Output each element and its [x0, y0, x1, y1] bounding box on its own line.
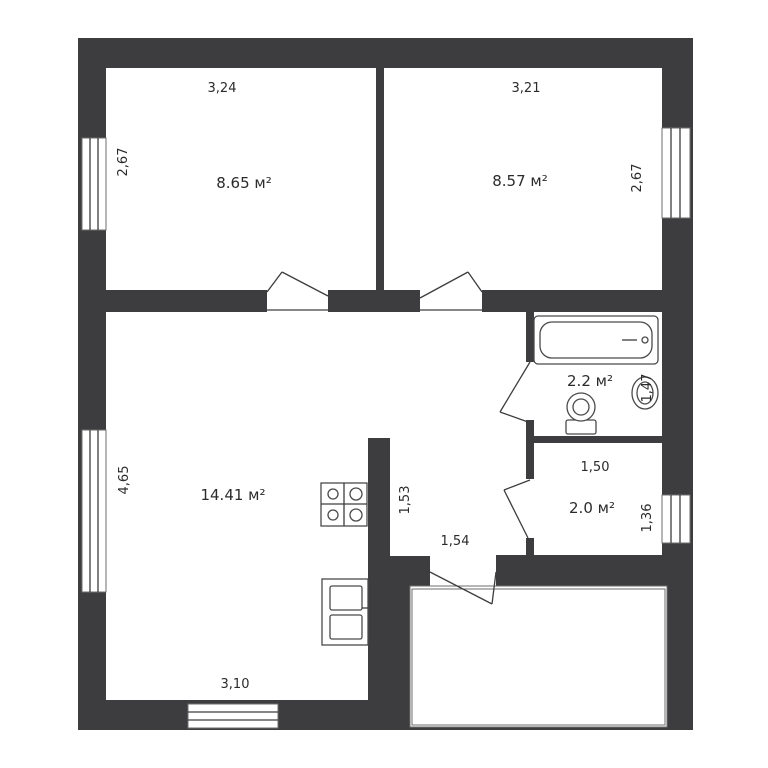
area-bathroom: 2.2 м² [567, 372, 613, 390]
wall-bathroom-left-lower [526, 420, 534, 438]
height-living-kitchen: 4,65 [117, 466, 132, 495]
wall-corridor-bottom-right [496, 555, 693, 587]
wall-between-bedrooms [376, 66, 384, 292]
height-small-room: 1,36 [640, 504, 655, 533]
wall-bedroom-left-bottom [104, 290, 267, 312]
door-loggia [429, 571, 497, 605]
width-living-kitchen: 3,10 [221, 677, 250, 692]
wall-small-room-left-upper [526, 441, 534, 479]
door-bathroom [499, 361, 531, 423]
door-bedroom-left [266, 271, 329, 311]
windows [81, 127, 691, 729]
height-bathroom: 1,47 [640, 374, 655, 403]
width-small-room: 1,50 [581, 460, 610, 475]
wall-loggia-left [390, 586, 410, 730]
wall-bedroom-right-bottom [482, 290, 664, 312]
wall-corridor-bottom-left [388, 556, 430, 588]
area-living-kitchen: 14.41 м² [200, 486, 265, 504]
area-bedroom-left: 8.65 м² [216, 174, 272, 192]
loggia-wall-bottom [390, 727, 693, 730]
washbasin-icon [631, 376, 659, 410]
window-loggia-frame [409, 585, 668, 728]
height-corridor: 1,53 [398, 486, 413, 515]
area-small-room: 2.0 м² [569, 499, 615, 517]
window-bedroom-right [661, 127, 691, 219]
toilet-icon [565, 392, 597, 435]
bathtub-icon [533, 315, 659, 365]
window-bedroom-left [81, 137, 107, 231]
wall-small-room-left-lower [526, 538, 534, 557]
doors [266, 271, 531, 605]
stove-icon [320, 482, 368, 527]
door-bedroom-right [419, 271, 483, 311]
room-labels: 8.65 м² 3,24 2,67 8.57 м² 3,21 2,67 14.4… [116, 81, 655, 692]
wall-bathroom-bottom [526, 436, 664, 443]
width-corridor: 1,54 [441, 534, 470, 549]
door-small-room [503, 479, 531, 539]
outer-wall-top [78, 38, 693, 68]
window-living-left [81, 429, 107, 593]
wall-bedrooms-mid [328, 290, 420, 312]
width-bedroom-left: 3,24 [208, 81, 237, 96]
height-bedroom-right: 2,67 [630, 164, 645, 193]
width-bedroom-right: 3,21 [512, 81, 541, 96]
kitchen-sink-icon [321, 578, 369, 646]
outer-wall-right-upper [662, 38, 693, 558]
area-bedroom-right: 8.57 м² [492, 172, 548, 190]
wall-bathroom-left-upper [526, 310, 534, 362]
window-living-bottom [187, 703, 279, 729]
height-bedroom-left: 2,67 [116, 148, 131, 177]
window-small-room [661, 494, 691, 544]
wall-kitchen-partition [368, 438, 390, 730]
